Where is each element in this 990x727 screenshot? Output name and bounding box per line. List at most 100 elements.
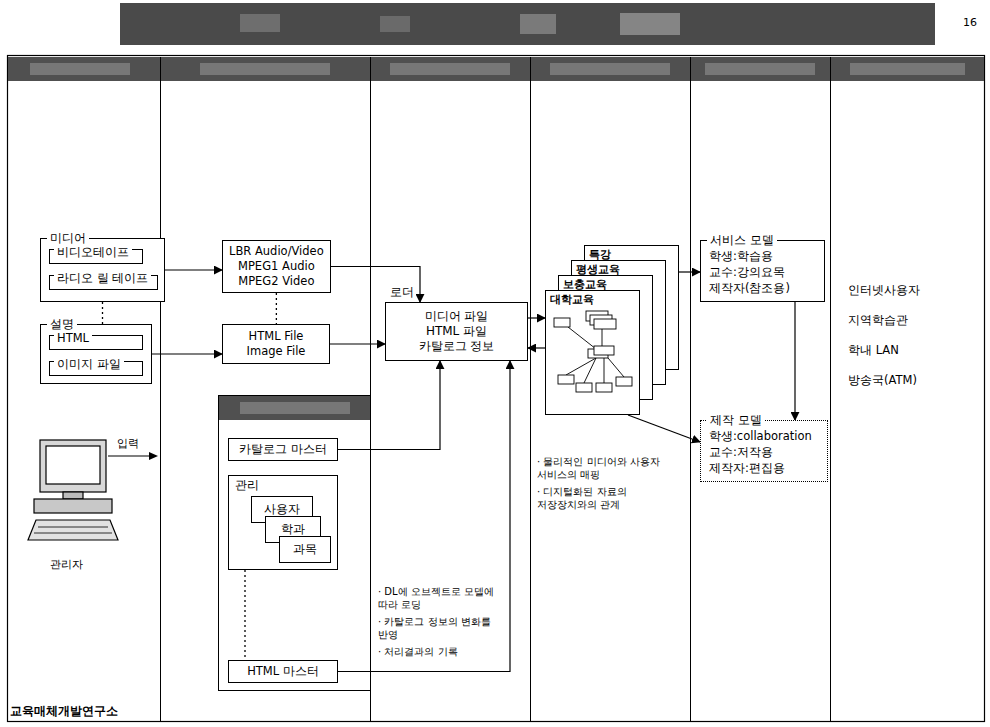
tree-branch <box>604 358 605 383</box>
header-cell <box>371 57 530 81</box>
computer-case <box>34 499 112 513</box>
tree-box <box>616 377 632 386</box>
master-box: 카탈로그 마스터 <box>228 438 338 461</box>
input-line <box>108 455 150 456</box>
user-label: 인터넷사용자 <box>848 283 920 298</box>
management-group: 관리사용자학과과목 <box>228 475 338 570</box>
user-label: 학내 LAN <box>848 343 899 358</box>
node-heading: 미디어 파일 <box>396 309 517 324</box>
node-text: 제작자:편집용 <box>709 460 819 476</box>
connector-arrow <box>794 302 795 420</box>
node-text: MPEG1 Audio <box>229 259 324 274</box>
outer-frame <box>8 56 985 722</box>
tree-branch <box>584 358 596 383</box>
header-cell <box>691 57 830 81</box>
tree-branch <box>568 327 596 349</box>
node-heading: 비디오테이프 <box>54 245 132 260</box>
input-arrow <box>108 452 158 460</box>
node-heading: 이미지 파일 <box>54 357 124 372</box>
column-divider <box>160 57 161 721</box>
title-blur <box>620 13 680 35</box>
description-group: 설명HTML이미지 파일 <box>40 324 152 384</box>
node-heading: 대학교육 <box>546 291 639 307</box>
tree-box <box>558 375 574 384</box>
node-text: 학생:학습용 <box>709 248 816 264</box>
header-cell <box>531 57 690 81</box>
format-box: HTML FileImage File <box>222 324 330 364</box>
node-heading: 과목 <box>286 540 324 559</box>
media-box: 라디오 릴 테이프 <box>49 275 158 290</box>
monitor <box>40 440 106 492</box>
arrow-label: 입력 <box>117 436 139 451</box>
node-heading: HTML 마스터 <box>235 664 331 679</box>
note-text: · DL에 오브젝트로 모델에 따라 로딩 <box>378 585 496 611</box>
note-text: · 물리적인 미디어와 사용자 서비스의 매핑 <box>537 455 682 481</box>
connector-arrow <box>338 361 440 450</box>
tree-box <box>594 346 614 355</box>
connector-label: 로더 <box>389 285 415 299</box>
title-bar <box>120 3 935 45</box>
connector-arrow <box>152 353 222 354</box>
header-blur <box>200 63 330 75</box>
connector-arrow <box>528 317 545 318</box>
connector-arrow <box>330 343 385 344</box>
course-card: 대학교육 <box>545 290 640 415</box>
title-blur <box>380 16 410 32</box>
screen <box>46 446 100 484</box>
node-heading: 관리 <box>229 476 337 495</box>
keyboard-keys <box>34 533 112 534</box>
node-heading: LBR Audio/Video <box>229 244 324 259</box>
header-blur <box>390 63 510 75</box>
sub-region-header <box>219 396 370 420</box>
connector-arrow <box>338 361 510 672</box>
connector-arrow <box>165 269 222 270</box>
column-divider <box>530 57 531 721</box>
connector-arrow <box>102 302 103 324</box>
keyboard <box>28 520 118 540</box>
media-group: 미디어비디오테이프라디오 릴 테이프 <box>40 238 165 302</box>
note-text: · 디지털화된 자료의 저장장치와의 관계 <box>537 485 682 511</box>
node-heading: 설명 <box>47 317 77 332</box>
tree-box <box>576 383 592 392</box>
column-headers <box>8 57 984 81</box>
node-text: 제작자(참조용) <box>709 280 816 296</box>
input-arrowhead <box>149 452 158 460</box>
user-label: 방송국(ATM) <box>848 373 917 388</box>
connector-arrow <box>528 347 545 348</box>
organization-label: 교육매체개발연구소 <box>10 703 118 720</box>
note-text: · 카탈로그 정보의 변화를 반영 <box>378 615 496 641</box>
node-heading: 라디오 릴 테이프 <box>54 271 151 286</box>
node-text: 카탈로그 정보 <box>396 339 517 354</box>
format-box: LBR Audio/VideoMPEG1 AudioMPEG2 Video <box>222 240 331 293</box>
title-blur <box>240 14 280 32</box>
node-text: 교수:강의요목 <box>709 264 816 280</box>
header-cell <box>831 57 984 81</box>
title-bar-fill <box>120 3 935 45</box>
header-blur <box>240 402 350 414</box>
tree-branch <box>608 358 624 377</box>
node-text: MPEG2 Video <box>229 274 324 289</box>
service-model: 서비스 모델학생:학습용교수:강의요목제작자(참조용) <box>700 240 825 302</box>
node-text: 교수:저작용 <box>709 444 819 460</box>
table-box: 과목 <box>279 536 331 563</box>
node-heading: HTML File <box>229 329 323 344</box>
column-dividers <box>161 57 831 721</box>
connector-arrow <box>276 293 277 324</box>
node-text: 학생:collaboration <box>709 428 819 444</box>
connector-arrow <box>331 267 420 303</box>
node-heading: HTML <box>54 331 92 346</box>
production-model: 제작 모델학생:collaboration교수:저작용제작자:편집용 <box>700 420 828 482</box>
node-heading: 제작 모델 <box>707 413 765 428</box>
header-blur <box>850 63 965 75</box>
user-label: 지역학습관 <box>848 313 908 328</box>
master-box: HTML 마스터 <box>228 660 338 683</box>
tree-box <box>554 318 570 327</box>
tree-box <box>596 383 612 392</box>
connector-arrow <box>679 271 700 272</box>
column-divider <box>830 57 831 721</box>
file-box: 이미지 파일 <box>49 361 143 376</box>
node-heading: 카탈로그 마스터 <box>235 442 331 457</box>
note-text: · 처리결과의 기록 <box>378 645 496 658</box>
connector-arrow <box>628 415 700 442</box>
